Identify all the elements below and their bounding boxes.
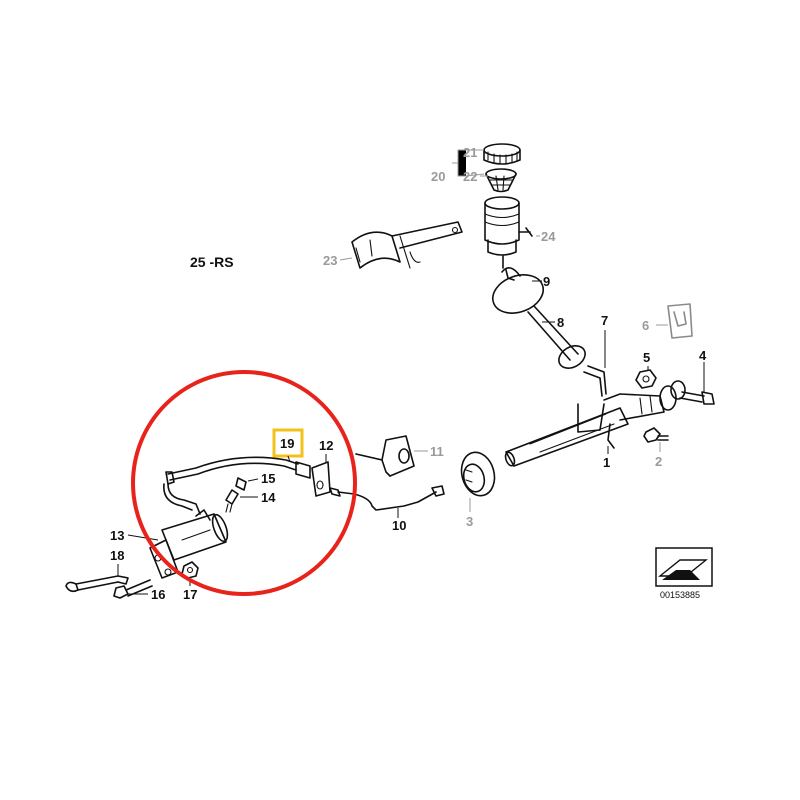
reference-pictogram [655, 547, 713, 587]
callout-23: 23 [323, 253, 337, 268]
callout-13: 13 [110, 528, 124, 543]
bracket-12 [311, 461, 331, 497]
master-cylinder-1 [504, 380, 686, 467]
reservoir-assembly [483, 143, 533, 269]
callout-1: 1 [603, 455, 610, 470]
bracket-23 [351, 221, 463, 269]
callout-22: 22 [463, 169, 477, 184]
callout-8: 8 [557, 315, 564, 330]
callout-9: 9 [543, 274, 550, 289]
callout-16: 16 [151, 587, 165, 602]
callout-14: 14 [261, 490, 276, 505]
callout-12: 12 [319, 438, 333, 453]
hose-19 [165, 456, 311, 485]
bolt-2 [643, 427, 669, 443]
callout-15: 15 [261, 471, 275, 486]
bleeder-15-14 [225, 477, 247, 513]
callout-24: 24 [541, 229, 556, 244]
nut-5 [635, 369, 657, 389]
callout-10: 10 [392, 518, 406, 533]
callout-17: 17 [183, 587, 197, 602]
callout-7: 7 [601, 313, 608, 328]
bolt-4 [679, 391, 715, 405]
bracket-11 [355, 435, 415, 477]
callout-11: 11 [430, 444, 444, 459]
pedal-assembly [492, 267, 586, 369]
highlight-circle [131, 370, 357, 596]
clip-6 [667, 303, 693, 339]
pushrod-18 [65, 575, 129, 593]
callout-18: 18 [110, 548, 124, 563]
reference-code: 00153885 [660, 590, 700, 600]
callout-2: 2 [655, 454, 662, 469]
callout-21: 21 [463, 145, 477, 160]
seal-3 [460, 451, 496, 497]
callout-5: 5 [643, 350, 650, 365]
arrow-pictogram-icon [662, 570, 700, 580]
pipe-10 [329, 485, 445, 511]
callout-6: 6 [642, 318, 649, 333]
callout-4: 4 [699, 348, 707, 363]
callout-20: 20 [431, 169, 445, 184]
callout-3: 3 [466, 514, 473, 529]
callout-19[interactable]: 19 [280, 436, 294, 451]
slave-cylinder-13 [149, 509, 229, 579]
diagram-title: 25 -RS [190, 254, 234, 270]
